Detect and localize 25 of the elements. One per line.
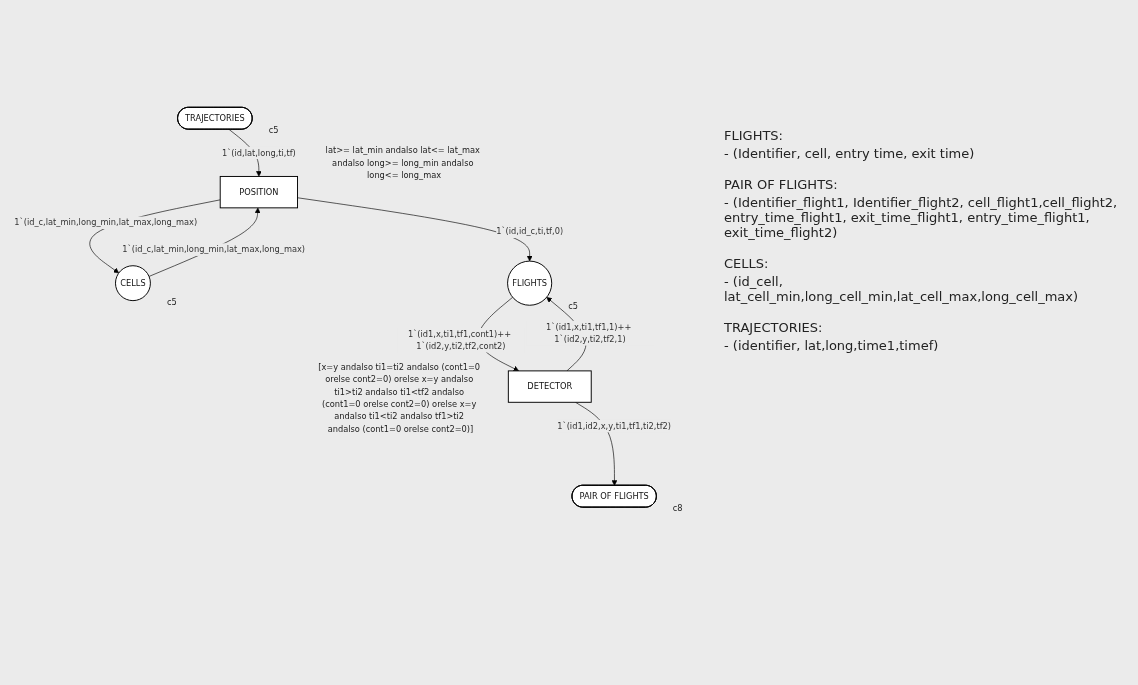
node-circle: CELLS xyxy=(115,265,151,302)
edge-label: 1`(id1,id2,x,y,ti1,tf1,ti2,tf2) xyxy=(557,421,672,431)
edge-label: 1`(id1,x,ti1,tf1,1)++ 1`(id2,y,ti2,tf2,1) xyxy=(546,322,632,345)
type-description: - (identifier, lat,long,time1,timef) xyxy=(724,338,940,353)
node-box: POSITION xyxy=(219,175,298,209)
type-description: - (id_cell, lat_cell_min,long_cell_min,lat_cell_max,long_cell_max) xyxy=(724,274,1080,304)
node-label: c5 xyxy=(568,301,579,312)
type-heading: FLIGHTS: xyxy=(724,128,784,143)
node-label: c8 xyxy=(672,503,683,513)
type-heading: CELLS: xyxy=(724,256,770,271)
edge-label: 1`(id_c,lat_min,long_min,lat_max,long_max) xyxy=(122,244,306,254)
node-box: DETECTOR xyxy=(507,370,592,403)
type-description: - (Identifier_flight1, Identifier_flight2, cell_flight1,cell_flight2, entry_time_flight1, exit_time_flight1, entry_time_flight1, exit_time_flight2) xyxy=(724,195,1119,240)
node-label: c5 xyxy=(268,125,279,136)
type-description: - (Identifier, cell, entry time, exit time) xyxy=(724,146,976,161)
node-label: [x=y andalso ti1=ti2 andalso (cont1=0 orelse cont2=0) orelse x=y andalso ti1>ti2 andalso ti1<tf2 andalso (cont1=0 orelse cont2=0) orelse x=y andalso ti1<ti2 andalso tf1>ti2 andalso (cont1=0 orelse cont2=0)] xyxy=(318,362,481,434)
type-heading: TRAJECTORIES: xyxy=(724,320,824,335)
edge-label: 1`(id_c,lat_min,long_min,lat_max,long_max) xyxy=(14,217,198,228)
node-label: c5 xyxy=(166,296,177,307)
type-heading: PAIR OF FLIGHTS: xyxy=(724,177,839,192)
node-circle: FLIGHTS xyxy=(507,260,553,306)
edge-label: 1`(id,lat,long,ti,tf) xyxy=(221,147,296,158)
edge-label: 1`(id,id_c,ti,tf,0) xyxy=(496,226,564,237)
edge-label: 1`(id1,x,ti1,tf1,cont1)++ 1`(id2,y,ti2,tf2,cont2) xyxy=(407,329,512,352)
node-label: lat>= lat_min andalso lat<= lat_max andalso long>= long_min andalso long<= long_max xyxy=(325,145,480,180)
